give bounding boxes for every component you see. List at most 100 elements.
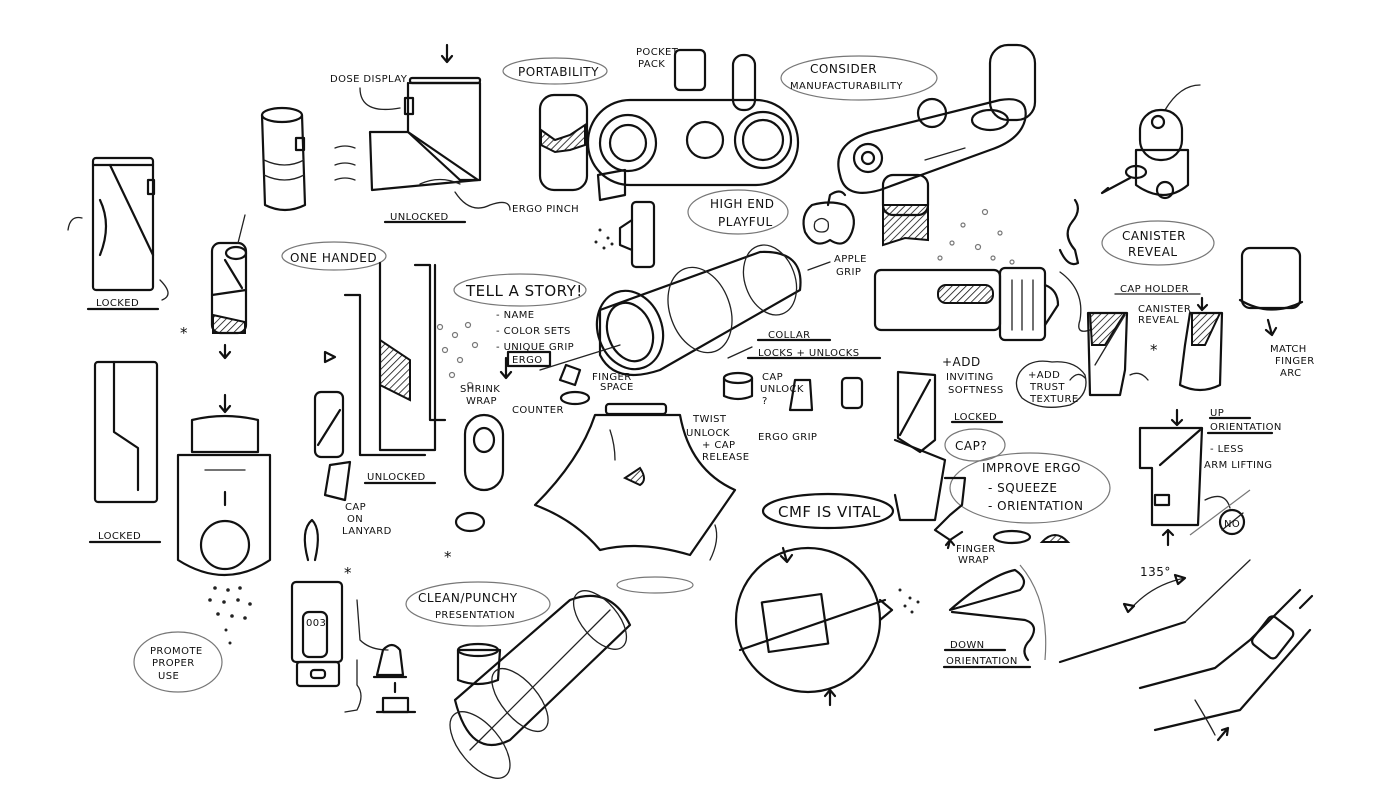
sketch-add-softness: +ADD INVITING SOFTNESS LOCKED [893, 355, 1003, 522]
svg-text:TRUST: TRUST [1029, 382, 1065, 393]
svg-text:?: ? [762, 396, 768, 407]
svg-text:UNLOCK: UNLOCK [686, 428, 730, 439]
svg-text:REVEAL: REVEAL [1138, 315, 1179, 326]
svg-text:CAP?: CAP? [955, 439, 987, 453]
sketch-locked-tall-device: LOCKED [67, 156, 169, 311]
svg-text:PORTABILITY: PORTABILITY [518, 65, 599, 79]
svg-text:ERGO GRIP: ERGO GRIP [758, 432, 817, 443]
device-display-readout: 003 [306, 618, 326, 629]
sketch-apple: APPLE GRIP [802, 190, 866, 278]
svg-text:CMF IS VITAL: CMF IS VITAL [778, 503, 881, 521]
shrink-dots [436, 321, 479, 389]
svg-text:CAP: CAP [762, 372, 783, 383]
sketch-plunger [344, 599, 417, 714]
sketch-dial-device [176, 393, 272, 645]
sketch-hexagon-device: TWIST UNLOCK + CAP RELEASE [533, 402, 749, 594]
svg-text:SPACE: SPACE [600, 382, 634, 393]
svg-text:COLLAR: COLLAR [768, 330, 810, 341]
svg-text:ORIENTATION: ORIENTATION [946, 656, 1018, 667]
svg-text:MATCH: MATCH [1270, 344, 1307, 355]
svg-text:IMPROVE ERGO: IMPROVE ERGO [982, 461, 1081, 475]
svg-text:SHRINK: SHRINK [460, 384, 500, 395]
asterisk-mark: * [1150, 341, 1158, 359]
sketch-portable-slim [538, 93, 627, 202]
svg-text:PRESENTATION: PRESENTATION [435, 610, 515, 621]
dispense-dots [208, 586, 252, 645]
callout-clean-punchy: CLEAN/PUNCHY PRESENTATION [405, 581, 551, 627]
callout-portability: PORTABILITY [502, 57, 608, 85]
sketch-down-orientation: DOWN ORIENTATION [942, 564, 1047, 669]
label-locked-1: LOCKED [96, 298, 139, 309]
svg-text:POCKET: POCKET [636, 47, 679, 58]
svg-text:ON: ON [347, 514, 363, 525]
svg-text:FINGER: FINGER [592, 372, 632, 383]
svg-text:+ CAP: + CAP [702, 440, 735, 451]
label-dose-display: DOSE DISPLAY [330, 74, 408, 85]
angle-label: 135° [1140, 565, 1171, 579]
sketch-lanyard-pod [1100, 84, 1201, 200]
svg-text:WRAP: WRAP [466, 396, 497, 407]
callout-tell-a-story: TELL A STORY! - NAME - COLOR SETS - UNIQ… [453, 273, 587, 368]
svg-text:CANISTER: CANISTER [1122, 229, 1186, 243]
callout-promote-proper-use: PROMOTE PROPER USE [133, 631, 223, 693]
svg-text:TEXTURE: TEXTURE [1029, 394, 1079, 405]
sketch-angle-device: 135° [1058, 559, 1314, 742]
sketch-canister-pair: CAP HOLDER CANISTER REVEAL * [1069, 284, 1224, 397]
sketch-pocket-pack: POCKET PACK [586, 47, 800, 187]
sketch-shrink-wrap: SHRINK WRAP * [444, 356, 513, 566]
svg-text:DOWN: DOWN [950, 640, 985, 651]
sketch-add-trust-texture: +ADD TRUST TEXTURE [1015, 360, 1087, 408]
callout-canister-reveal: CANISTER REVEAL [1101, 220, 1215, 266]
svg-text:REVEAL: REVEAL [1128, 245, 1178, 259]
callout-consider-manufacturability: CONSIDER MANUFACTURABILITY [780, 55, 938, 101]
svg-text:FINGER: FINGER [956, 544, 996, 555]
svg-text:- LESS: - LESS [1210, 444, 1244, 455]
svg-text:UNLOCK: UNLOCK [760, 384, 804, 395]
svg-text:ERGO: ERGO [512, 355, 543, 366]
svg-text:CONSIDER: CONSIDER [810, 62, 877, 76]
svg-text:- SQUEEZE: - SQUEEZE [988, 481, 1057, 495]
sketch-up-orientation-device: UP ORIENTATION - LESS ARM LIFTING NO [1138, 408, 1282, 547]
svg-text:FINGER: FINGER [1275, 356, 1315, 367]
svg-text:GRIP: GRIP [836, 267, 861, 278]
svg-text:MANUFACTURABILITY: MANUFACTURABILITY [790, 81, 903, 92]
sketch-wave-edge [1058, 198, 1080, 266]
asterisk-mark: * [344, 564, 352, 582]
sketch-grip-handle [594, 200, 656, 269]
svg-text:HIGH END: HIGH END [710, 197, 775, 211]
svg-text:PROPER: PROPER [152, 658, 195, 669]
svg-text:INVITING: INVITING [946, 372, 994, 383]
svg-text:TWIST: TWIST [692, 414, 727, 425]
svg-text:ARC: ARC [1280, 368, 1301, 379]
svg-text:ONE HANDED: ONE HANDED [290, 251, 377, 265]
svg-text:USE: USE [158, 671, 179, 682]
svg-text:ORIENTATION: ORIENTATION [1210, 422, 1282, 433]
sketch-locked-split-device: LOCKED [88, 360, 162, 544]
svg-text:- COLOR SETS: - COLOR SETS [496, 326, 571, 337]
svg-text:+ADD: +ADD [1028, 370, 1060, 381]
callout-cap-improve-ergo: CAP? IMPROVE ERGO - SQUEEZE - ORIENTATIO… [933, 428, 1111, 566]
svg-text:- NAME: - NAME [496, 310, 534, 321]
label-counter: COUNTER [512, 405, 564, 416]
svg-text:PROMOTE: PROMOTE [150, 646, 203, 657]
svg-text:PACK: PACK [638, 59, 665, 70]
svg-text:WRAP: WRAP [958, 555, 989, 566]
sketch-match-finger-arc: MATCH FINGER ARC [1238, 246, 1315, 379]
svg-text:LOCKS + UNLOCKS: LOCKS + UNLOCKS [758, 348, 859, 359]
svg-text:ARM LIFTING: ARM LIFTING [1204, 460, 1272, 471]
sketch-collar-locks: COLLAR LOCKS + UNLOCKS CAP UNLOCK ? ERGO… [722, 330, 882, 443]
sketch-one-handed-device: UNLOCKED CAP ON LANYARD [313, 261, 479, 537]
sketch-tube-device [449, 590, 632, 779]
svg-text:- UNIQUE GRIP: - UNIQUE GRIP [496, 342, 574, 353]
svg-text:LANYARD: LANYARD [342, 526, 392, 537]
sketch-counter: COUNTER FINGER SPACE [512, 363, 634, 416]
asterisk-mark: * [180, 324, 188, 342]
callout-one-handed: ONE HANDED [281, 241, 387, 271]
sketch-dose-display-device: DOSE DISPLAY ERGO PINCH UNLOCKED [330, 43, 579, 224]
svg-text:CAP HOLDER: CAP HOLDER [1120, 284, 1189, 295]
sketch-lanyard-counter-device: 003 * [290, 518, 352, 688]
svg-text:UP: UP [1210, 408, 1224, 419]
callout-high-end-playful: HIGH END PLAYFUL [687, 189, 789, 235]
asterisk-mark: * [444, 548, 452, 566]
